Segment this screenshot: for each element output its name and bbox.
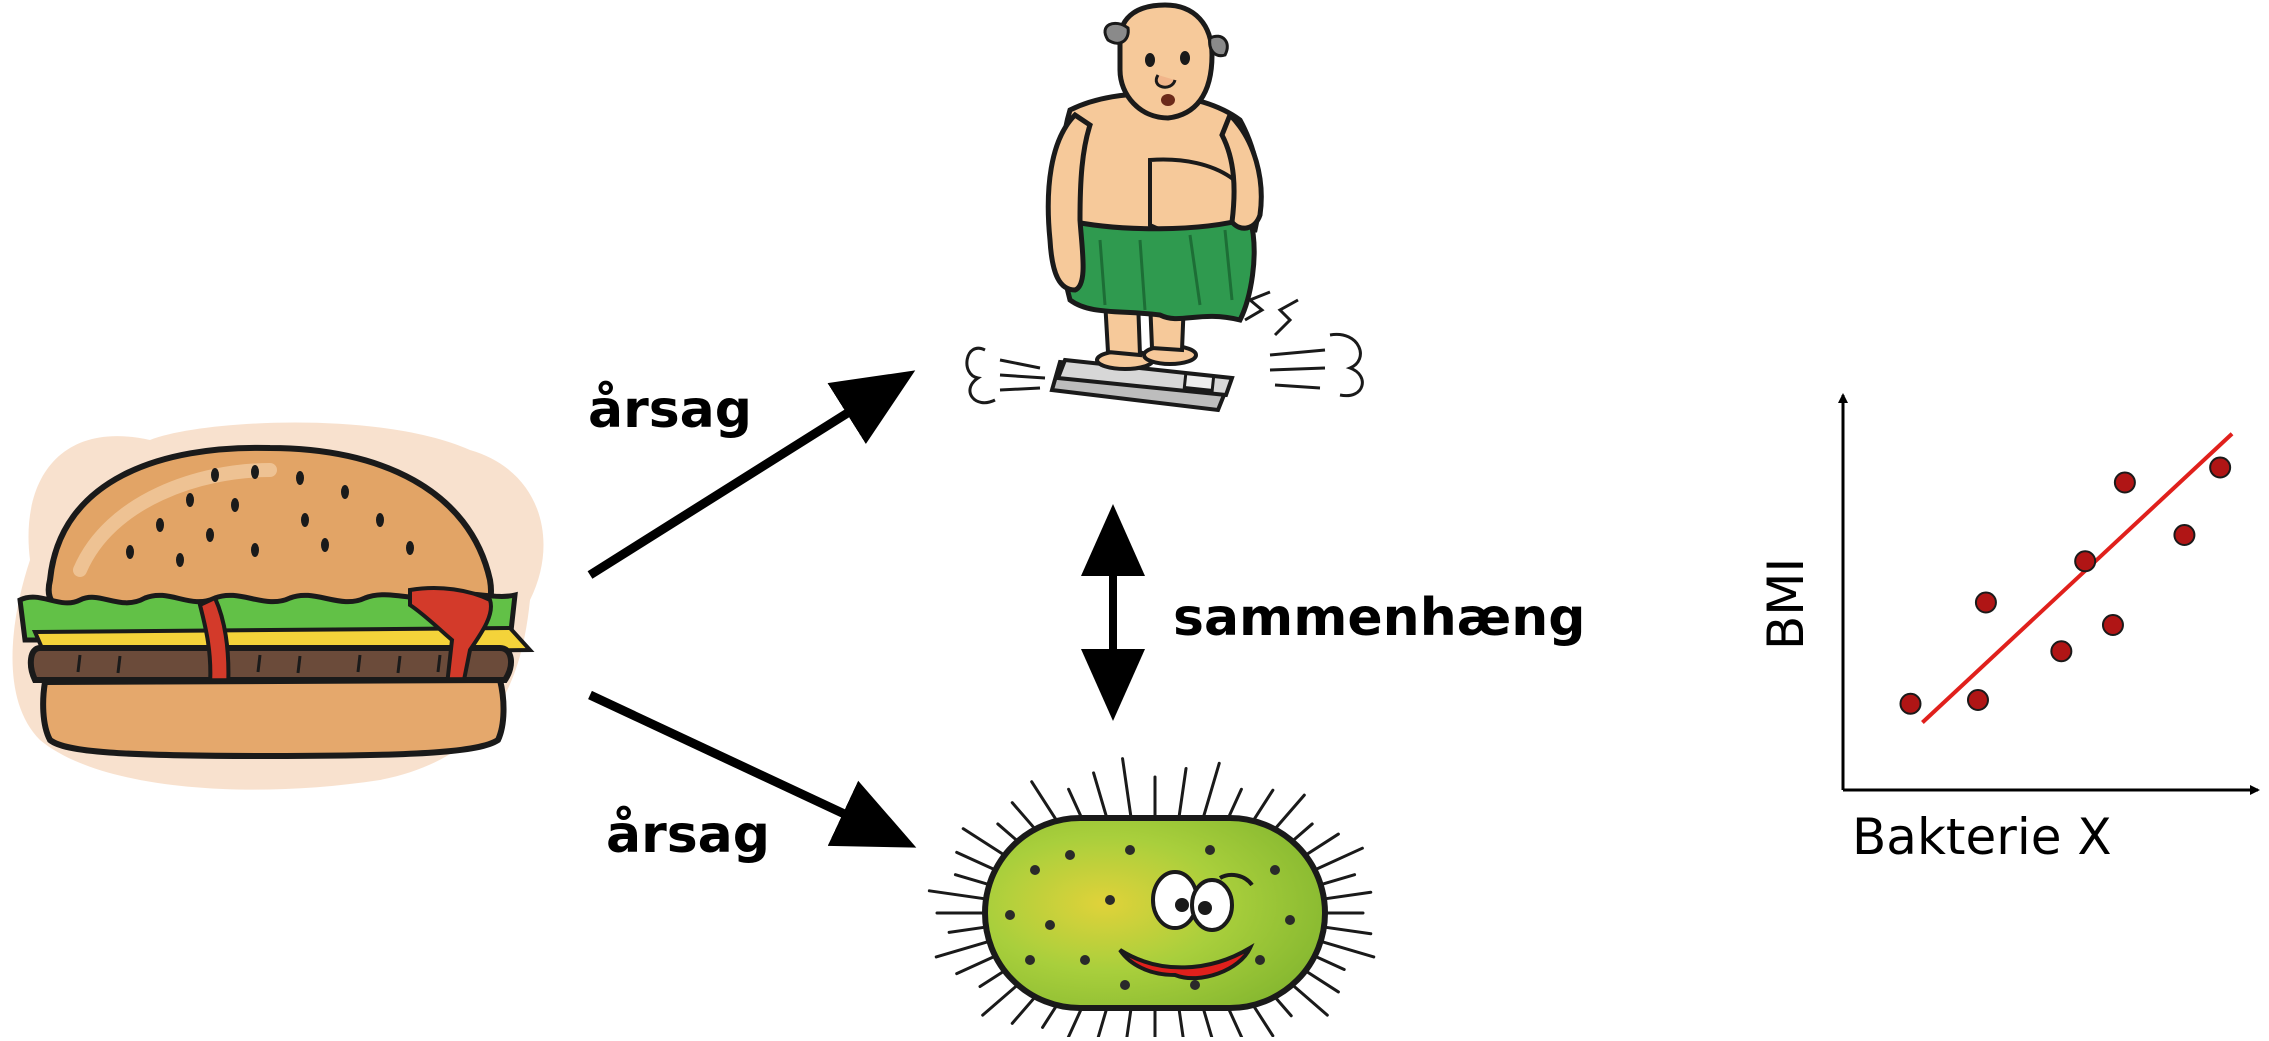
data-point bbox=[2051, 641, 2071, 661]
cause-label-top: årsag bbox=[588, 380, 752, 440]
bacterium-spike bbox=[929, 891, 986, 899]
y-axis-label: BMI bbox=[1757, 558, 1815, 650]
data-point bbox=[2210, 458, 2230, 478]
bacterium-spike bbox=[1310, 848, 1363, 872]
bacterium-spike bbox=[1323, 927, 1371, 934]
smiling-bacterium-icon bbox=[929, 759, 1373, 1037]
bacterium-spike bbox=[955, 875, 991, 886]
data-point bbox=[2103, 615, 2123, 635]
bacterium-spike bbox=[1094, 773, 1108, 819]
data-point bbox=[1900, 694, 1920, 714]
bacterium-spike bbox=[949, 927, 987, 932]
scatter-chart bbox=[1843, 395, 2258, 790]
correlation-label: sammenhæng bbox=[1173, 588, 1585, 648]
x-axis-label: Bakterie X bbox=[1852, 808, 2112, 866]
bacterium-spike bbox=[1203, 763, 1219, 819]
overweight-man-on-scale-icon bbox=[967, 5, 1362, 410]
bacterium-spike bbox=[1123, 759, 1131, 816]
bacterium-spike bbox=[1318, 875, 1354, 886]
data-point bbox=[1976, 593, 1996, 613]
bacterium-spike bbox=[1203, 1007, 1214, 1037]
bacterium-spike bbox=[1318, 941, 1374, 957]
data-point bbox=[2115, 473, 2135, 493]
burger-icon bbox=[13, 423, 544, 790]
bacterium-spike bbox=[1179, 1010, 1186, 1037]
bacterium-spike bbox=[1125, 1010, 1130, 1037]
bacterium-spike bbox=[1323, 892, 1371, 899]
data-point bbox=[1968, 690, 1988, 710]
bacterium-spike bbox=[1179, 768, 1186, 816]
bacterium-spike bbox=[936, 941, 992, 957]
trend-line bbox=[1922, 434, 2232, 723]
data-point bbox=[2174, 525, 2194, 545]
cause-label-bottom: årsag bbox=[606, 805, 770, 865]
bacterium-spike bbox=[1094, 1007, 1108, 1037]
data-point bbox=[2075, 551, 2095, 571]
